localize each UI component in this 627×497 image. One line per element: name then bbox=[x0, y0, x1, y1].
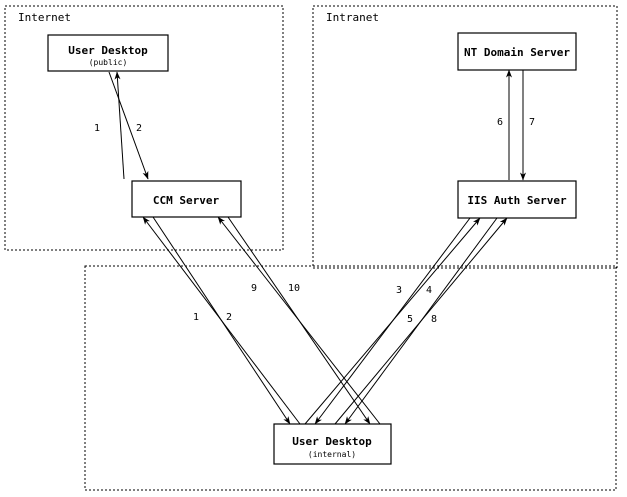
node-iis-auth-server-title: IIS Auth Server bbox=[467, 194, 567, 207]
edge-ccm-right-to-internal-desktop bbox=[217, 216, 381, 425]
edge-label-8: 8 bbox=[431, 314, 437, 325]
zone-lower bbox=[84, 265, 617, 491]
node-nt-domain-server[interactable]: NT Domain Server bbox=[457, 32, 577, 71]
zone-intranet-label: Intranet bbox=[326, 11, 379, 24]
node-user-desktop-internal-subtitle: (internal) bbox=[308, 450, 356, 459]
edge-iis-left-to-internal-desktop bbox=[304, 217, 481, 425]
node-nt-domain-server-box[interactable] bbox=[457, 32, 577, 71]
edge-label-6: 6 bbox=[497, 117, 503, 128]
node-user-desktop-internal-title: User Desktop bbox=[292, 435, 372, 448]
edge-label-9: 9 bbox=[251, 283, 257, 294]
zone-internet bbox=[4, 5, 284, 251]
node-ccm-server-title: CCM Server bbox=[153, 194, 220, 207]
node-user-desktop-internal-box[interactable] bbox=[273, 423, 392, 465]
edge-iis-right-to-internal-desktop bbox=[334, 217, 508, 425]
edge-label-7: 7 bbox=[529, 117, 535, 128]
node-user-desktop-public-box[interactable] bbox=[47, 34, 169, 72]
edge-label-5: 5 bbox=[407, 314, 413, 325]
edge-label-3: 3 bbox=[396, 285, 402, 296]
edge-ccm-left-to-internal-desktop bbox=[142, 216, 301, 425]
edge-label-2-top: 2 bbox=[136, 123, 142, 134]
edge-public-desktop-to-ccm bbox=[108, 71, 149, 180]
node-nt-domain-server-title: NT Domain Server bbox=[464, 46, 570, 59]
node-ccm-server[interactable]: CCM Server bbox=[131, 180, 242, 218]
edge-label-1-top: 1 bbox=[94, 123, 100, 134]
edge-label-4: 4 bbox=[426, 285, 432, 296]
node-user-desktop-public-title: User Desktop bbox=[68, 44, 148, 57]
edge-iis-to-nt-domain bbox=[506, 69, 526, 181]
edge-label-1-bottom: 1 bbox=[193, 312, 199, 323]
node-user-desktop-internal[interactable]: User Desktop (internal) bbox=[273, 423, 392, 465]
node-iis-auth-server[interactable]: IIS Auth Server bbox=[457, 180, 577, 219]
node-ccm-server-box[interactable] bbox=[131, 180, 242, 218]
node-iis-auth-server-box[interactable] bbox=[457, 180, 577, 219]
node-user-desktop-public[interactable]: User Desktop (public) bbox=[47, 34, 169, 72]
node-user-desktop-public-subtitle: (public) bbox=[89, 58, 128, 67]
edge-label-2-bottom: 2 bbox=[226, 312, 232, 323]
edge-label-10: 10 bbox=[288, 283, 300, 294]
zone-internet-label: Internet bbox=[18, 11, 71, 24]
